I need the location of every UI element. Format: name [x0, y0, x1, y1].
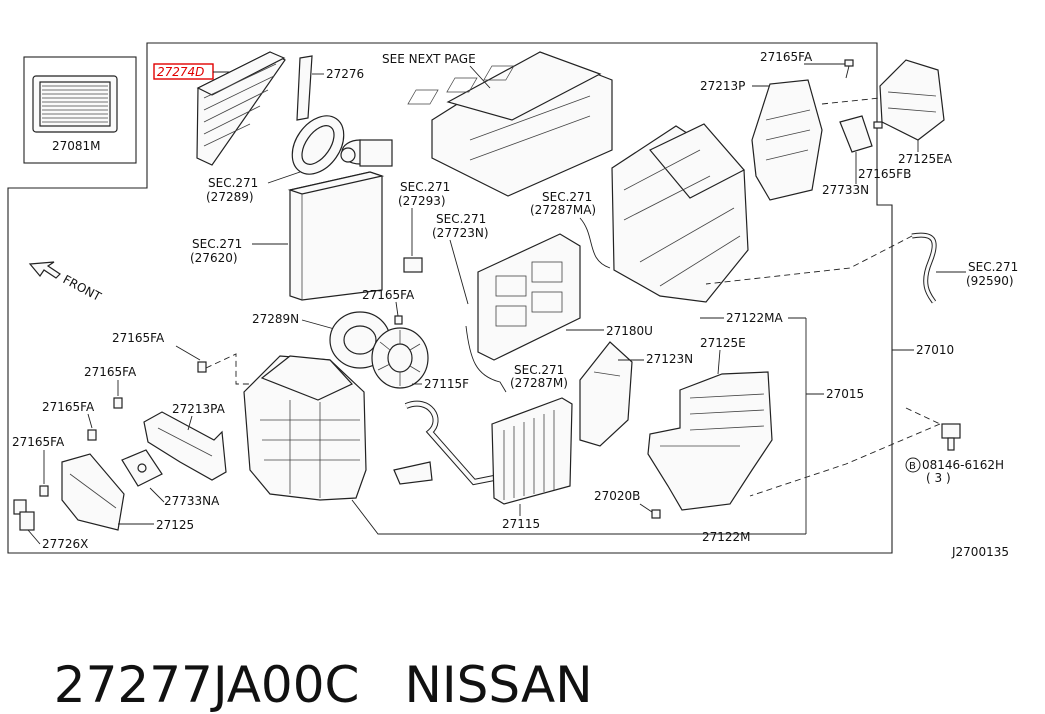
upper-case-drawing: [407, 51, 613, 197]
label-see-next-page: SEE NEXT PAGE: [382, 52, 476, 66]
drain-hose-drawing: [911, 232, 937, 304]
parts-diagram: 27081M 27274D 27276 SEC.271 (27289) SEC.…: [7, 42, 1018, 559]
screw-l2-drawing: [113, 397, 123, 409]
label-ref-27723n: (27723N): [432, 226, 489, 240]
heater-pipe-drawing: [393, 400, 495, 486]
label-27115: 27115: [502, 517, 540, 531]
label-27289n: 27289N: [252, 312, 299, 326]
inset-filter-drawing: [32, 75, 118, 133]
label-27213p: 27213P: [700, 79, 745, 93]
screw-l4-drawing: [39, 485, 49, 497]
bolt-marker: B: [909, 461, 916, 472]
label-ref-27287m: (27287M): [510, 376, 568, 390]
duct-27125-drawing: [61, 453, 125, 531]
label-27165fb: 27165FB: [858, 167, 911, 181]
diagram-id: J2700135: [951, 545, 1009, 559]
screw-mid-drawing: [394, 315, 403, 325]
seal-27123n-drawing: [579, 341, 633, 447]
sensor-27293-drawing: [403, 257, 423, 273]
label-sec271-27287ma: SEC.271: [542, 190, 592, 204]
label-27010: 27010: [916, 343, 954, 357]
label-bolt-number: 08146-6162H: [922, 458, 1004, 472]
label-sec271-27293: SEC.271: [400, 180, 450, 194]
label-27081m: 27081M: [52, 139, 101, 153]
label-27115f: 27115F: [424, 377, 469, 391]
label-27123n: 27123N: [646, 352, 693, 366]
label-ref-27289: (27289): [206, 190, 254, 204]
label-sec271-27620: SEC.271: [192, 237, 242, 251]
bolt-callout: B 08146-6162H ( 3 ): [905, 457, 1004, 485]
label-27125: 27125: [156, 518, 194, 532]
label-27180u: 27180U: [606, 324, 653, 338]
lower-case-drawing: [243, 355, 367, 501]
label-sec271-27723n: SEC.271: [436, 212, 486, 226]
label-27122m: 27122M: [702, 530, 751, 544]
label-27020b: 27020B: [594, 489, 640, 503]
label-27165fa-l4: 27165FA: [12, 435, 65, 449]
label-sec271-27287m: SEC.271: [514, 363, 564, 377]
strip-27276-drawing: [296, 55, 313, 121]
label-27165fa-mid: 27165FA: [362, 288, 415, 302]
label-27125ea: 27125EA: [898, 152, 953, 166]
duct-27213p-drawing: [751, 79, 823, 201]
label-ref-27293: (27293): [398, 194, 446, 208]
evaporator-core-drawing: [287, 171, 385, 301]
label-27015: 27015: [826, 387, 864, 401]
duct-27125e-drawing: [647, 371, 773, 511]
mid-case-drawing: [611, 123, 749, 303]
part-number: 27277JA00C: [53, 656, 360, 714]
part-caption: 27277JA00C NISSAN: [22, 598, 593, 714]
vent-panel-drawing: [477, 233, 581, 361]
cabin-filter-drawing: [196, 51, 286, 166]
label-27733n: 27733N: [822, 183, 869, 197]
label-bolt-qty: ( 3 ): [926, 471, 951, 485]
label-27276: 27276: [326, 67, 364, 81]
blower-fan-drawing: [371, 327, 429, 389]
label-27213pa: 27213PA: [172, 402, 226, 416]
label-ref-27287ma: (27287MA): [530, 203, 596, 217]
label-ref-92590: (92590): [966, 274, 1014, 288]
label-27122ma: 27122MA: [726, 311, 784, 325]
clip-27020b-drawing: [651, 509, 661, 519]
bolt-drawing: [941, 423, 961, 451]
label-27165fa-l1: 27165FA: [112, 331, 165, 345]
duct-27213pa-drawing: [143, 411, 227, 481]
actuator-27733na-drawing: [121, 449, 163, 487]
label-sec271-92590: SEC.271: [968, 260, 1018, 274]
brand-name: NISSAN: [404, 656, 593, 714]
label-27274d: 27274D: [157, 65, 204, 79]
label-27165fa-top: 27165FA: [760, 50, 813, 64]
inset-frame: [23, 56, 137, 164]
seal-ring-drawing: [291, 115, 345, 175]
heater-core-drawing: [491, 397, 573, 505]
screw-l3-drawing: [87, 429, 97, 441]
front-arrow-icon: [28, 261, 61, 279]
screw-l1-drawing: [197, 361, 207, 373]
sensor-27726x-drawing: [13, 499, 35, 531]
duct-27125ea-drawing: [879, 59, 945, 141]
label-27125e: 27125E: [700, 336, 746, 350]
label-27165fa-l2: 27165FA: [84, 365, 137, 379]
label-ref-27620: (27620): [190, 251, 238, 265]
screw-top-drawing: [844, 59, 854, 79]
label-27165fa-l3: 27165FA: [42, 400, 95, 414]
actuator-27733n-drawing: [839, 115, 883, 153]
assembly-frame: [7, 42, 893, 554]
label-front: FRONT: [61, 272, 104, 304]
label-sec271-27289: SEC.271: [208, 176, 258, 190]
blower-motor-drawing: [340, 139, 393, 167]
label-27733na: 27733NA: [164, 494, 220, 508]
highlight-box: [153, 63, 214, 80]
label-27726x: 27726X: [42, 537, 88, 551]
